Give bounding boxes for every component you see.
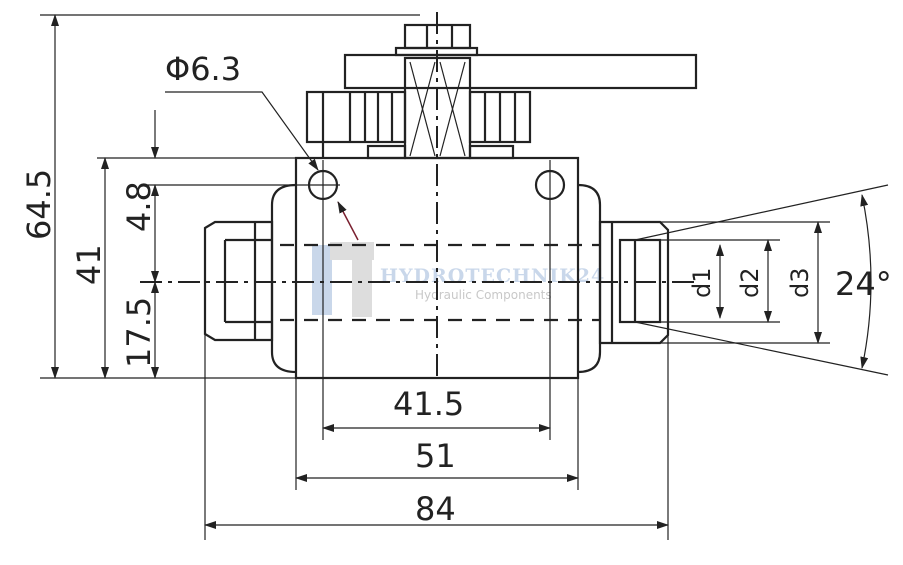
dim-hole-diameter: Φ6.3 — [165, 50, 359, 241]
dim-ports: d1 d2 d3 24° — [612, 184, 892, 376]
watermark-brand: HYDROTECHNIK24 — [380, 265, 605, 287]
svg-text:17.5: 17.5 — [120, 297, 158, 368]
svg-text:64.5: 64.5 — [20, 169, 58, 240]
dim-body-height: 41 — [70, 157, 296, 379]
svg-text:d2: d2 — [736, 267, 764, 298]
svg-text:51: 51 — [415, 437, 456, 475]
svg-text:d1: d1 — [688, 267, 716, 298]
dim-overall-height: 64.5 — [20, 14, 420, 379]
svg-text:4.8: 4.8 — [120, 181, 158, 232]
svg-text:41: 41 — [70, 244, 108, 285]
svg-text:41.5: 41.5 — [393, 385, 464, 423]
dim-overall-length: 84 — [204, 334, 669, 540]
dim-offset: 4.8 17.5 — [120, 110, 340, 379]
dim-hole-spacing: 41.5 — [322, 385, 551, 432]
watermark-logo: HYDROTECHNIK24 Hydraulic Components — [312, 242, 605, 317]
svg-text:84: 84 — [415, 490, 456, 528]
svg-text:Φ6.3: Φ6.3 — [165, 50, 241, 88]
svg-text:24°: 24° — [835, 265, 892, 303]
svg-text:d3: d3 — [786, 267, 814, 298]
watermark-tagline: Hydraulic Components — [415, 288, 552, 302]
dim-body-width: 51 — [295, 378, 579, 490]
